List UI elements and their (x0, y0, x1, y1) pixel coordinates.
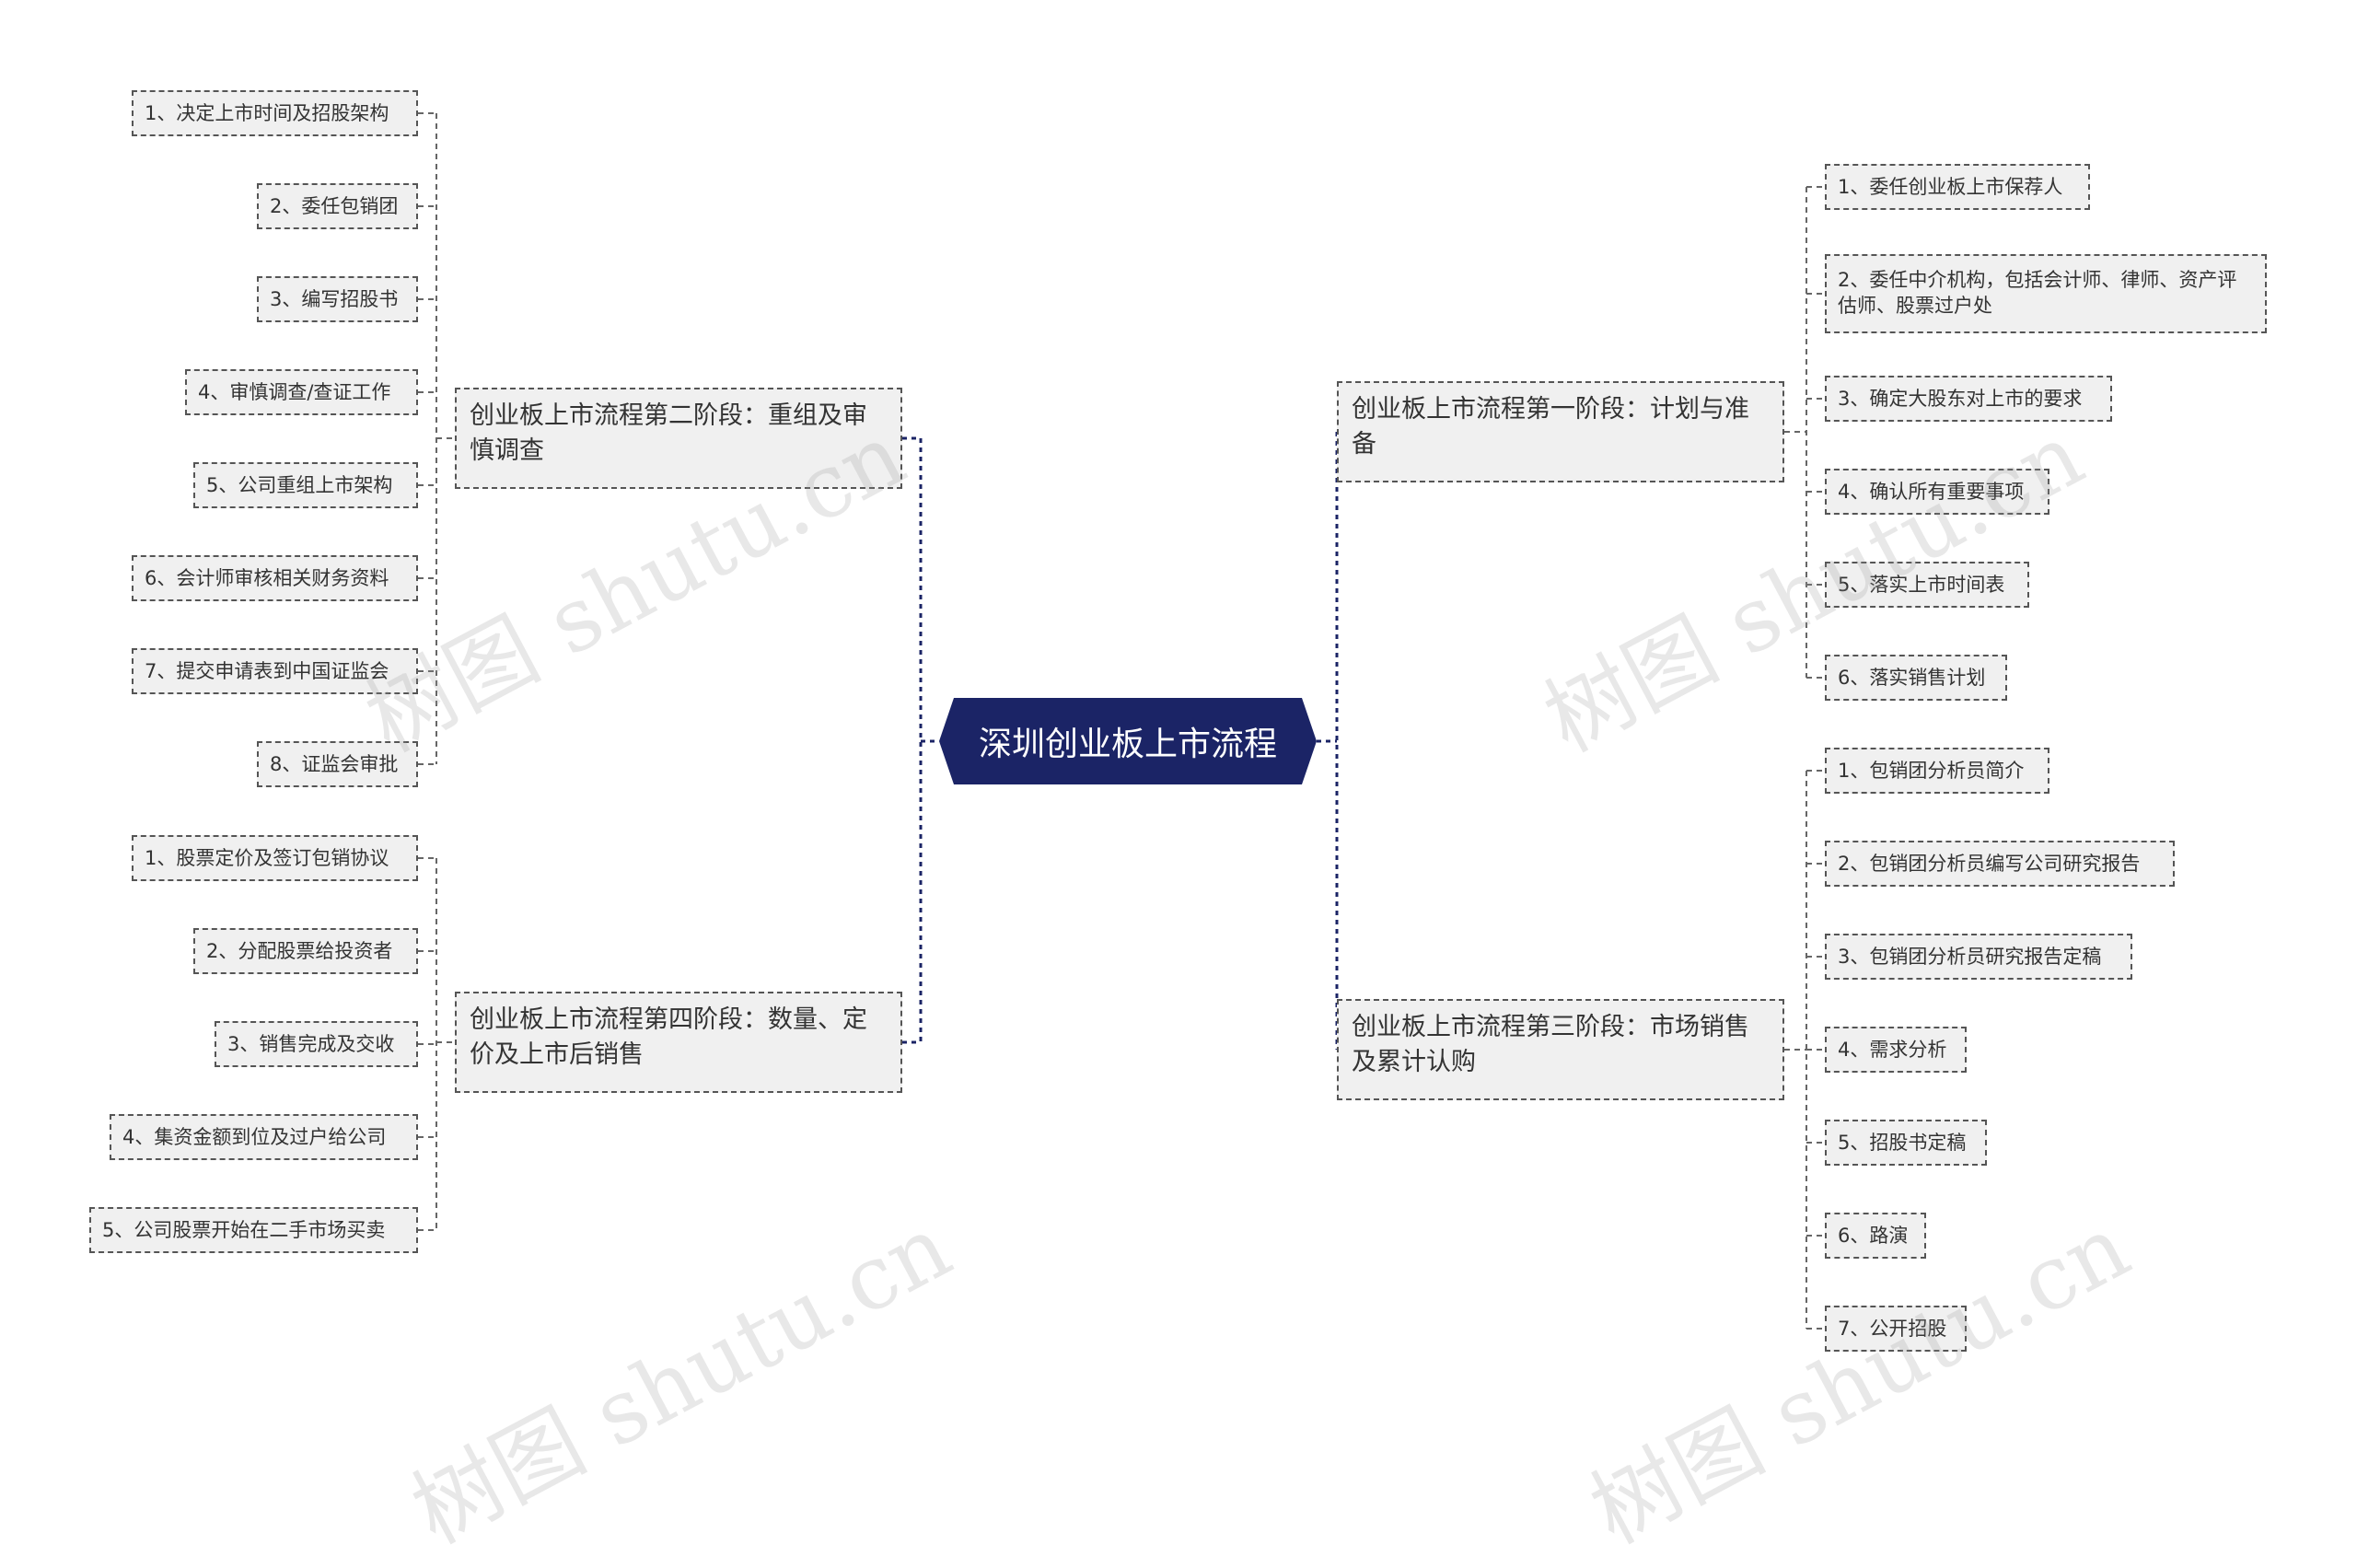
branch-stage-3-label: 创业板上市流程第三阶段：市场销售及累计认购 (1352, 1013, 1749, 1076)
stage-4-item-2-label: 2、分配股票给投资者 (206, 940, 393, 962)
stage-3-item-7-label: 7、公开招股 (1838, 1318, 1947, 1340)
stage-3-item-7[interactable]: 7、公开招股 (1825, 1306, 1967, 1352)
stage-3-item-2[interactable]: 2、包销团分析员编写公司研究报告 (1825, 841, 2175, 887)
connector-lines (418, 112, 1825, 1330)
branch-stage-2-label: 创业板上市流程第二阶段：重组及审慎调查 (470, 401, 867, 465)
stage-3-item-1[interactable]: 1、包销团分析员简介 (1825, 748, 2049, 794)
stage-1-item-2-label: 2、委任中介机构，包括会计师、律师、资产评估师、股票过户处 (1838, 269, 2237, 317)
stage-3-item-4-label: 4、需求分析 (1838, 1039, 1947, 1061)
stage-2-item-5-label: 5、公司重组上市架构 (206, 474, 393, 496)
branch-stage-3[interactable]: 创业板上市流程第三阶段：市场销售及累计认购 (1337, 999, 1784, 1100)
stage-3-item-1-label: 1、包销团分析员简介 (1838, 760, 2025, 782)
stage-1-item-4[interactable]: 4、确认所有重要事项 (1825, 469, 2049, 515)
stage-1-item-5[interactable]: 5、落实上市时间表 (1825, 562, 2029, 608)
root-label: 深圳创业板上市流程 (978, 726, 1277, 763)
stage-2-item-4[interactable]: 4、审慎调查/查证工作 (185, 369, 418, 415)
stage-2-item-2-label: 2、委任包销团 (270, 195, 399, 217)
stage-2-item-6[interactable]: 6、会计师审核相关财务资料 (132, 555, 418, 601)
stage-2-item-8-label: 8、证监会审批 (270, 753, 399, 775)
stage-1-item-1[interactable]: 1、委任创业板上市保荐人 (1825, 164, 2090, 210)
stage-3-item-4[interactable]: 4、需求分析 (1825, 1027, 1967, 1073)
stage-2-item-6-label: 6、会计师审核相关财务资料 (145, 567, 389, 589)
branch-stage-4[interactable]: 创业板上市流程第四阶段：数量、定价及上市后销售 (455, 992, 902, 1093)
stage-2-item-3-label: 3、编写招股书 (270, 288, 399, 310)
stage-3-item-3-label: 3、包销团分析员研究报告定稿 (1838, 946, 2102, 968)
stage-1-item-3[interactable]: 3、确定大股东对上市的要求 (1825, 376, 2112, 422)
stage-4-item-5[interactable]: 5、公司股票开始在二手市场买卖 (89, 1207, 418, 1253)
stage-4-item-3-label: 3、销售完成及交收 (227, 1033, 395, 1055)
stage-2-item-7[interactable]: 7、提交申请表到中国证监会 (132, 648, 418, 694)
stage-2-item-3[interactable]: 3、编写招股书 (257, 276, 418, 322)
stage-1-item-6-label: 6、落实销售计划 (1838, 667, 1986, 689)
branch-stage-1-label: 创业板上市流程第一阶段：计划与准备 (1352, 395, 1749, 459)
branch-stage-1[interactable]: 创业板上市流程第一阶段：计划与准备 (1337, 381, 1784, 482)
stage-4-item-1[interactable]: 1、股票定价及签订包销协议 (132, 835, 418, 881)
stage-3-item-6[interactable]: 6、路演 (1825, 1213, 1926, 1259)
stage-4-item-1-label: 1、股票定价及签订包销协议 (145, 847, 389, 869)
stage-4-item-4-label: 4、集资金额到位及过户给公司 (122, 1126, 387, 1148)
stage-1-item-2[interactable]: 2、委任中介机构，包括会计师、律师、资产评估师、股票过户处 (1825, 254, 2267, 333)
stage-1-item-5-label: 5、落实上市时间表 (1838, 574, 2005, 596)
stage-4-item-4[interactable]: 4、集资金额到位及过户给公司 (110, 1114, 418, 1160)
stage-1-item-6[interactable]: 6、落实销售计划 (1825, 655, 2007, 701)
stage-2-item-1[interactable]: 1、决定上市时间及招股架构 (132, 90, 418, 136)
stage-4-item-5-label: 5、公司股票开始在二手市场买卖 (102, 1219, 386, 1241)
stage-2-item-4-label: 4、审慎调查/查证工作 (198, 381, 391, 403)
stage-1-item-4-label: 4、确认所有重要事项 (1838, 481, 2025, 503)
stage-1-item-1-label: 1、委任创业板上市保荐人 (1838, 176, 2063, 198)
stage-3-item-2-label: 2、包销团分析员编写公司研究报告 (1838, 853, 2141, 875)
root-shape (939, 698, 1317, 784)
branch-stage-4-label: 创业板上市流程第四阶段：数量、定价及上市后销售 (470, 1005, 867, 1069)
stage-2-item-8[interactable]: 8、证监会审批 (257, 741, 418, 787)
stage-2-item-7-label: 7、提交申请表到中国证监会 (145, 660, 389, 682)
stage-3-item-3[interactable]: 3、包销团分析员研究报告定稿 (1825, 934, 2132, 980)
stage-3-item-5-label: 5、招股书定稿 (1838, 1132, 1967, 1154)
branch-stage-2[interactable]: 创业板上市流程第二阶段：重组及审慎调查 (455, 388, 902, 489)
mindmap-canvas: 深圳创业板上市流程 创业板上市流程第一阶段：计划与准备 1、委任创业板上市保荐人… (89, 90, 2267, 1563)
stage-3-item-6-label: 6、路演 (1838, 1225, 1909, 1247)
stage-4-item-3[interactable]: 3、销售完成及交收 (215, 1021, 418, 1067)
stage-1-item-3-label: 3、确定大股东对上市的要求 (1838, 388, 2083, 410)
stage-4-item-2[interactable]: 2、分配股票给投资者 (193, 928, 418, 974)
stage-2-item-2[interactable]: 2、委任包销团 (257, 183, 418, 229)
stage-2-item-5[interactable]: 5、公司重组上市架构 (193, 462, 418, 508)
stage-2-item-1-label: 1、决定上市时间及招股架构 (145, 102, 389, 124)
stage-3-item-5[interactable]: 5、招股书定稿 (1825, 1120, 1987, 1166)
